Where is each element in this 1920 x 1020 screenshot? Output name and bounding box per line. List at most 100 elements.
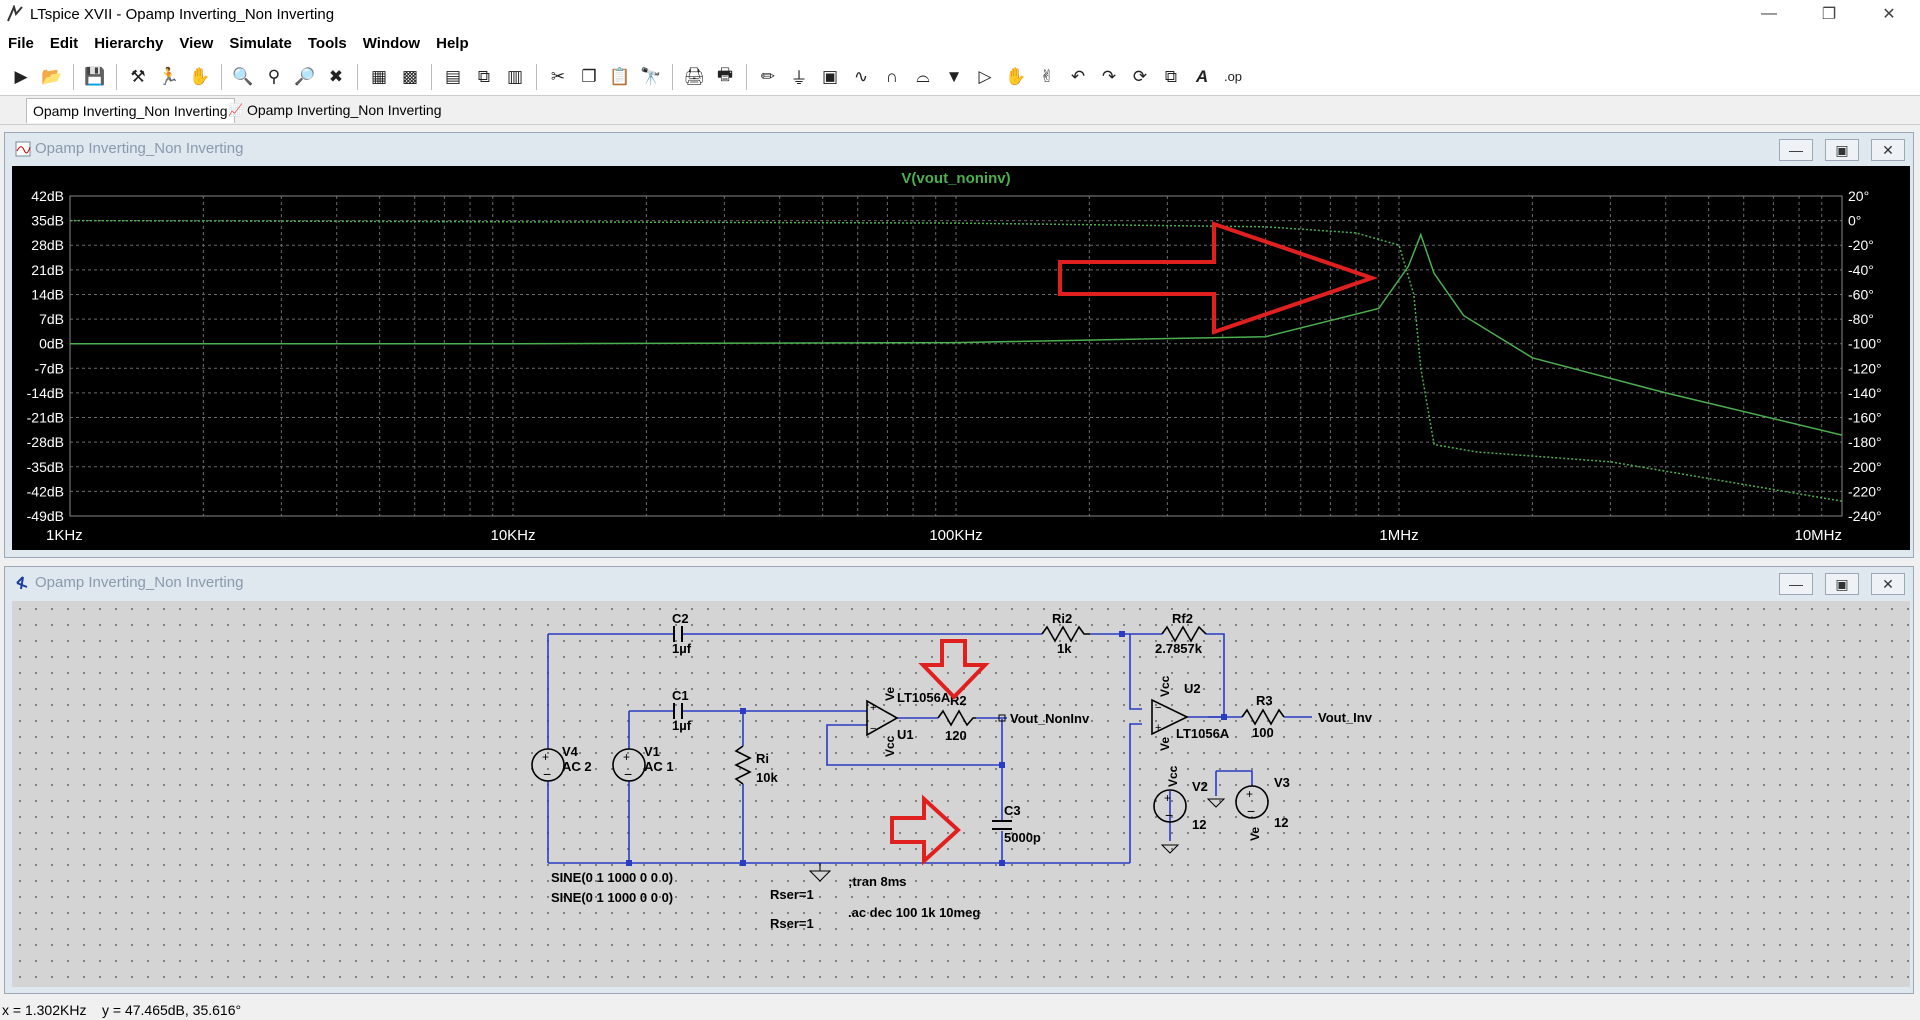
waveform-close-button[interactable]: ✕: [1871, 139, 1905, 161]
annotation-arrows: [890, 639, 990, 866]
menu-view[interactable]: View: [179, 34, 214, 52]
resistor-Ri[interactable]: Ri 10k: [734, 745, 778, 785]
y-right-tick-label: -220°: [1848, 483, 1882, 499]
schematic-canvas[interactable]: C2 1µf Ri2 1k Rf2 2.7857k U1 C1 1µf Ri 1…: [12, 601, 1910, 987]
menu-help[interactable]: Help: [436, 34, 469, 52]
toolbar-divider: [431, 63, 432, 90]
C2-value: 1µf: [672, 641, 692, 656]
inductor-icon[interactable]: ⌓: [916, 66, 930, 86]
voltage-source-V2[interactable]: + − V2 12 Vcc: [1153, 765, 1208, 854]
move-icon[interactable]: ✋: [1005, 66, 1027, 86]
undo-icon[interactable]: ↶: [1070, 66, 1086, 86]
resistor-R3[interactable]: R3 100: [1241, 693, 1285, 740]
close-icon[interactable]: ✕: [1882, 6, 1896, 23]
tile-vertical-icon[interactable]: ▥: [506, 66, 524, 86]
component-icon[interactable]: ▷: [978, 66, 992, 86]
y-left-tick-label: 28dB: [31, 237, 64, 253]
menu-edit[interactable]: Edit: [49, 34, 79, 52]
redo-icon[interactable]: ↷: [1101, 66, 1117, 86]
C3-value: 5000p: [1004, 830, 1041, 845]
schematic-close-button[interactable]: ✕: [1871, 573, 1905, 595]
halt-hand-icon[interactable]: ✋: [189, 66, 211, 86]
autorange-icon[interactable]: ▦: [370, 66, 388, 86]
mirror-icon[interactable]: ⧉: [1164, 66, 1178, 86]
y-right-tick-label: -20°: [1848, 237, 1874, 253]
y-left-tick-label: -7dB: [34, 360, 64, 376]
waveform-minimize-button[interactable]: —: [1779, 139, 1813, 161]
copy-icon[interactable]: ❐: [581, 66, 597, 86]
resistor-Ri2[interactable]: Ri2 1k: [1041, 611, 1090, 656]
drag-icon[interactable]: ✌: [1039, 66, 1055, 86]
resistor-icon[interactable]: ∿: [853, 66, 869, 86]
voltage-source-V3[interactable]: + − V3 12 Ve: [1206, 775, 1290, 841]
y-left-tick-label: -35dB: [27, 459, 64, 475]
schematic-minimize-button[interactable]: —: [1779, 573, 1813, 595]
cascade-icon[interactable]: ⧉: [477, 66, 491, 86]
y-left-tick-label: 42dB: [31, 188, 64, 204]
menu-simulate[interactable]: Simulate: [229, 34, 292, 52]
V2-ref: V2: [1192, 779, 1208, 794]
find-icon[interactable]: 🔭: [640, 66, 662, 86]
menu-hierarchy[interactable]: Hierarchy: [94, 34, 164, 52]
capacitor-icon[interactable]: ∩: [885, 66, 899, 86]
V4-plus-sign: +: [542, 750, 549, 764]
tran-directive[interactable]: ;tran 8ms: [848, 874, 907, 889]
voltage-source-V4[interactable]: + − V4 AC 2: [531, 744, 592, 782]
tile-horizontal-icon[interactable]: ▤: [444, 66, 462, 86]
U1-vcc-label: Vcc: [883, 735, 897, 757]
U2-vcc-label: Vcc: [1158, 675, 1172, 697]
V3-ref: V3: [1274, 775, 1290, 790]
trace-title: V(vout_noninv): [901, 170, 1010, 187]
capacitor-C2[interactable]: C2 1µf: [672, 611, 692, 656]
tab-waveform[interactable]: 📈 Opamp Inverting_Non Inverting: [222, 98, 448, 122]
paste-icon[interactable]: 📋: [609, 66, 631, 86]
grid-icon[interactable]: ▩: [401, 66, 419, 86]
label-net-icon[interactable]: ▣: [821, 66, 839, 86]
U2-ref: U2: [1184, 681, 1201, 696]
pan-icon[interactable]: ⚲: [267, 66, 281, 86]
rotate-icon[interactable]: ⟳: [1132, 66, 1148, 86]
zoom-out-icon[interactable]: 🔎: [294, 66, 316, 86]
diode-icon[interactable]: ▼: [945, 66, 963, 86]
open-folder-icon[interactable]: 📂: [41, 66, 63, 86]
opamp-U1[interactable]: + − LT1056A U1 Ve Vcc: [866, 687, 951, 757]
menu-tools[interactable]: Tools: [307, 34, 347, 52]
menu-window[interactable]: Window: [362, 34, 421, 52]
V3-value: 12: [1274, 815, 1288, 830]
vout-inv-label: Vout_Inv: [1318, 710, 1373, 725]
zoom-cancel-icon[interactable]: ✖: [328, 66, 344, 86]
ac-directive[interactable]: .ac dec 100 1k 10meg: [848, 905, 980, 920]
resistor-Rf2[interactable]: Rf2 2.7857k: [1155, 611, 1207, 656]
restore-icon[interactable]: ❐: [1821, 6, 1837, 23]
x-tick-label: 1KHz: [46, 527, 83, 544]
spice-directive-icon[interactable]: .op: [1223, 69, 1243, 84]
capacitor-C3[interactable]: C3 5000p: [992, 803, 1041, 845]
opamp-U2[interactable]: − + U2 LT1056A Vcc Ve: [1151, 675, 1230, 751]
ground-icon[interactable]: ⏚: [790, 69, 808, 88]
save-icon[interactable]: 💾: [84, 66, 106, 86]
ground-icon: [1206, 798, 1226, 808]
y-left-tick-label: 0dB: [39, 336, 64, 352]
zoom-in-icon[interactable]: 🔍: [232, 66, 254, 86]
control-panel-icon[interactable]: ⚒: [130, 66, 146, 86]
waveform-maximize-button[interactable]: ▣: [1825, 139, 1859, 161]
cut-icon[interactable]: ✂: [550, 66, 566, 86]
y-left-tick-label: -14dB: [27, 385, 64, 401]
print-icon[interactable]: 🖨: [683, 66, 705, 86]
run-icon[interactable]: 🏃: [158, 66, 180, 86]
minimize-icon[interactable]: —: [1761, 5, 1777, 22]
print-setup-icon[interactable]: 🖶: [716, 65, 734, 84]
y-right-tick-label: -120°: [1848, 360, 1882, 376]
new-schematic-icon[interactable]: ▶: [14, 66, 28, 86]
tab-schematic[interactable]: Opamp Inverting_Non Inverting: [26, 98, 235, 123]
draw-wire-icon[interactable]: ✏: [760, 66, 776, 86]
junction-dots: [626, 631, 1227, 866]
capacitor-C1[interactable]: U1 C1 1µf: [672, 688, 692, 733]
menu-file[interactable]: File: [8, 34, 34, 52]
V4-spec: SINE(0 1 1000 0 0 0): [551, 870, 673, 885]
text-icon[interactable]: A: [1195, 66, 1209, 86]
voltage-source-V1[interactable]: + − V1 AC 1: [612, 744, 674, 782]
schematic-maximize-button[interactable]: ▣: [1825, 573, 1859, 595]
rser-1: Rser=1: [770, 887, 814, 902]
